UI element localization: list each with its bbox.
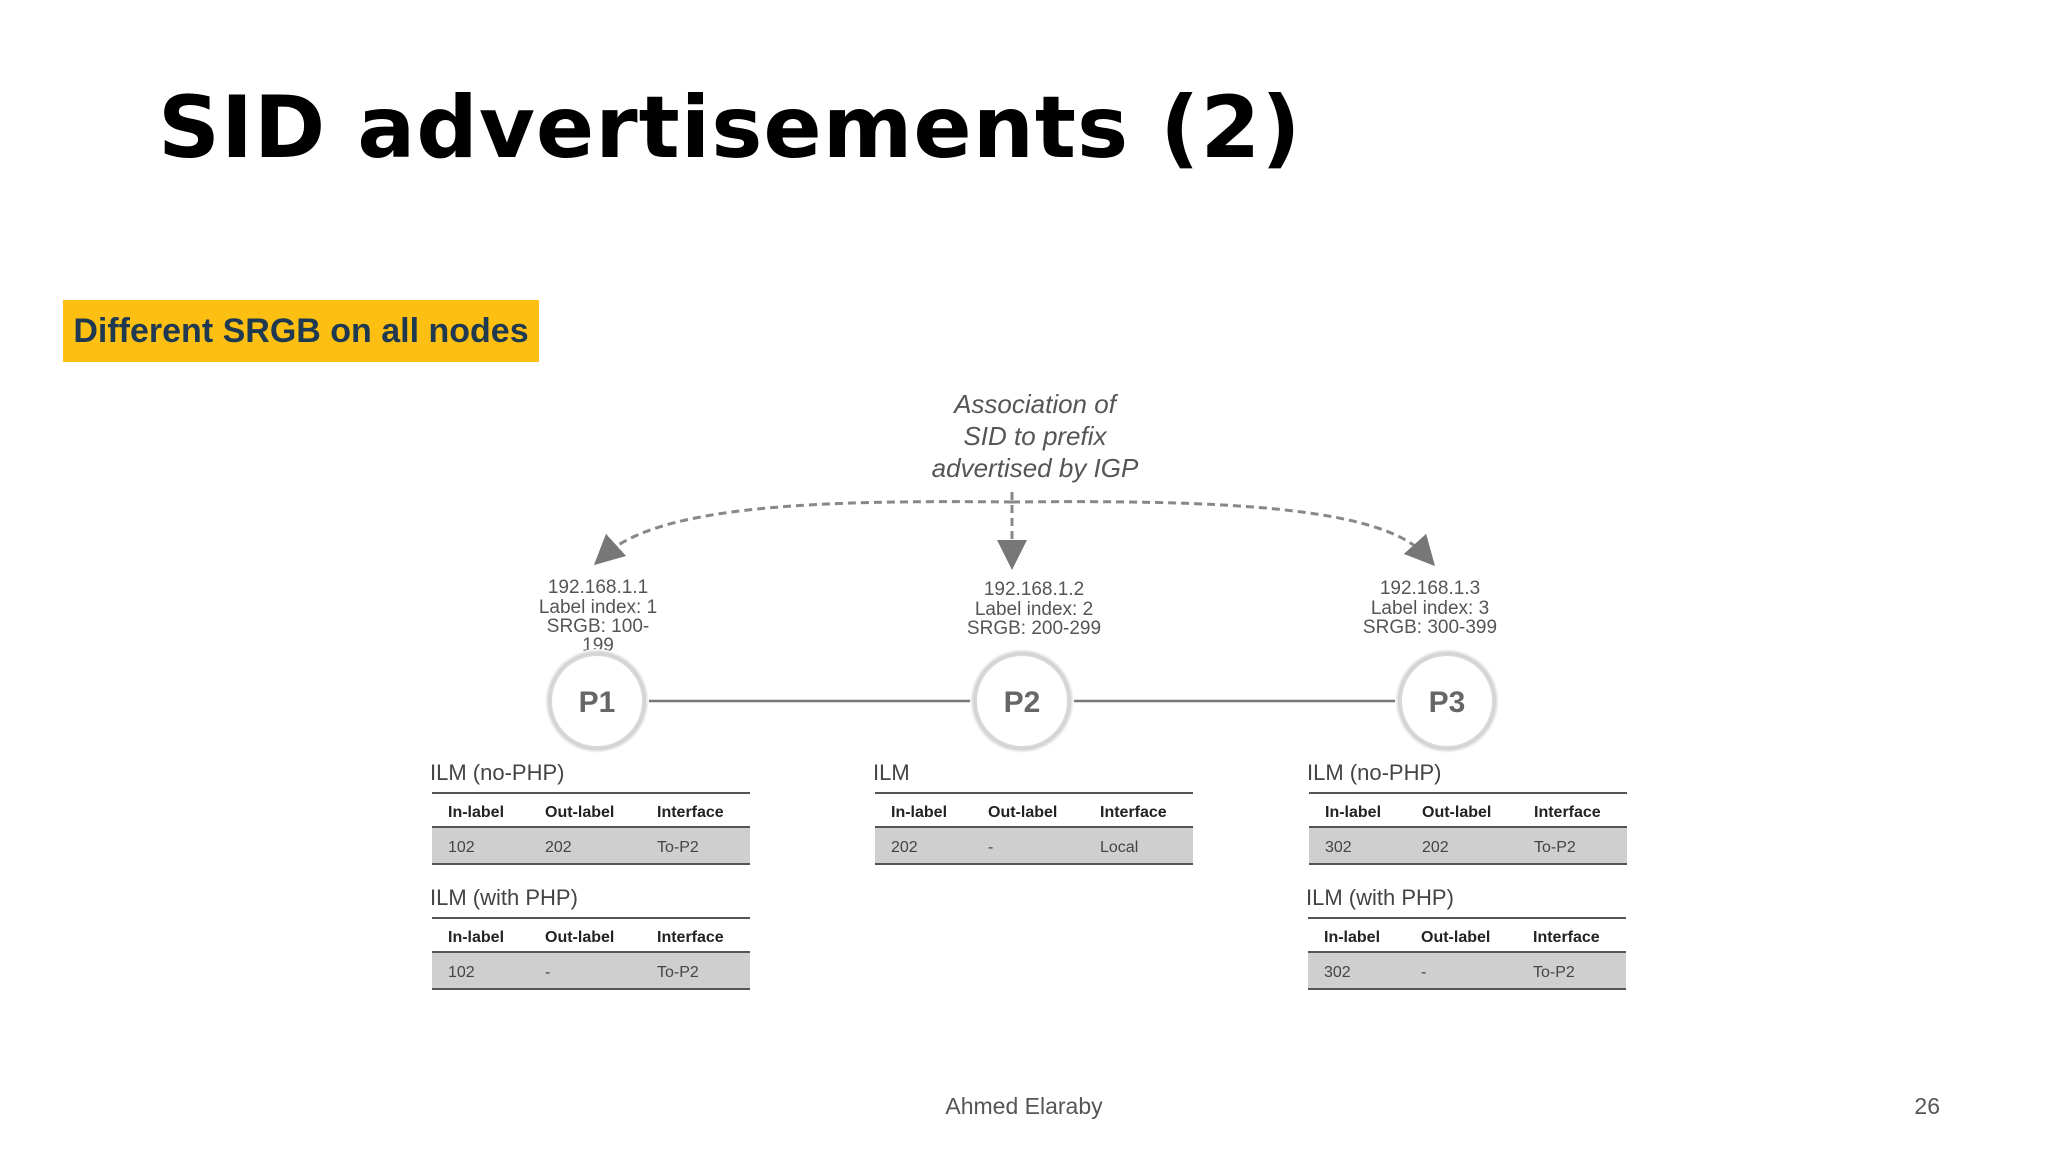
header-out-label: Out-label <box>988 804 1057 821</box>
cell-interface: To-P2 <box>657 964 699 981</box>
badge-text: Different SRGB on all nodes <box>73 311 529 350</box>
cell-in-label: 102 <box>448 839 475 856</box>
header-interface: Interface <box>1534 804 1601 821</box>
p3-label: P3 <box>1429 686 1466 719</box>
header-out-label: Out-label <box>1422 804 1491 821</box>
association-line-1: Association of <box>952 389 1119 419</box>
ilm-label: ILM (no-PHP) <box>1307 760 1441 785</box>
header-out-label: Out-label <box>1421 929 1490 946</box>
ilm-label: ILM (with PHP) <box>1306 885 1454 910</box>
header-interface: Interface <box>657 804 724 821</box>
cell-in-label: 202 <box>891 839 918 856</box>
p1-label: P1 <box>579 686 616 719</box>
cell-in-label: 102 <box>448 964 475 981</box>
ilm-table-p2: ILM In-label Out-label Interface 202 - L… <box>873 760 1193 865</box>
header-interface: Interface <box>1100 804 1167 821</box>
header-in-label: In-label <box>1324 929 1380 946</box>
ilm-label: ILM <box>873 760 910 785</box>
p3-address: 192.168.1.3 <box>1380 578 1480 599</box>
p1-address: 192.168.1.1 <box>548 577 648 598</box>
p3-srgb: SRGB: 300-399 <box>1363 617 1497 638</box>
ilm-label: ILM (no-PHP) <box>430 760 564 785</box>
header-interface: Interface <box>1533 929 1600 946</box>
association-line-2: SID to prefix <box>963 421 1107 451</box>
cell-interface: To-P2 <box>657 839 699 856</box>
p1-label-index: Label index: 1 <box>539 597 657 618</box>
ilm-table-p3-nophp: ILM (no-PHP) In-label Out-label Interfac… <box>1307 760 1627 865</box>
footer-author: Ahmed Elaraby <box>945 1093 1103 1119</box>
node-p1: P1 <box>545 649 649 753</box>
node-p2: P2 <box>970 649 1074 753</box>
slide-title: SID advertisements (2) <box>158 78 1302 178</box>
p1-srgb: SRGB: 100- <box>547 616 649 637</box>
cell-out-label: - <box>988 839 993 856</box>
header-in-label: In-label <box>448 804 504 821</box>
srgb-badge: Different SRGB on all nodes <box>63 300 539 362</box>
node-p3: P3 <box>1395 649 1499 753</box>
cell-out-label: - <box>1421 964 1426 981</box>
dashed-arrow-to-p3 <box>1011 500 1436 567</box>
page-number: 26 <box>1914 1093 1940 1119</box>
cell-in-label: 302 <box>1324 964 1351 981</box>
cell-in-label: 302 <box>1325 839 1352 856</box>
ilm-label: ILM (with PHP) <box>430 885 578 910</box>
p2-srgb: SRGB: 200-299 <box>967 618 1101 639</box>
association-line-3: advertised by IGP <box>932 453 1139 483</box>
cell-out-label: - <box>545 964 550 981</box>
header-in-label: In-label <box>448 929 504 946</box>
p3-label-index: Label index: 3 <box>1371 598 1489 619</box>
header-in-label: In-label <box>1325 804 1381 821</box>
header-in-label: In-label <box>891 804 947 821</box>
dashed-arrow-to-p1 <box>593 500 1013 566</box>
cell-out-label: 202 <box>545 839 572 856</box>
p2-address: 192.168.1.2 <box>984 579 1084 600</box>
header-out-label: Out-label <box>545 804 614 821</box>
p2-label: P2 <box>1004 686 1041 719</box>
ilm-table-p1-nophp: ILM (no-PHP) In-label Out-label Interfac… <box>430 760 750 865</box>
ilm-table-p1-php: ILM (with PHP) In-label Out-label Interf… <box>430 885 750 990</box>
cell-out-label: 202 <box>1422 839 1449 856</box>
cell-interface: To-P2 <box>1534 839 1576 856</box>
header-interface: Interface <box>657 929 724 946</box>
ilm-table-p3-php: ILM (with PHP) In-label Out-label Interf… <box>1306 885 1626 990</box>
cell-interface: To-P2 <box>1533 964 1575 981</box>
p2-label-index: Label index: 2 <box>975 599 1093 620</box>
cell-interface: Local <box>1100 839 1138 856</box>
header-out-label: Out-label <box>545 929 614 946</box>
